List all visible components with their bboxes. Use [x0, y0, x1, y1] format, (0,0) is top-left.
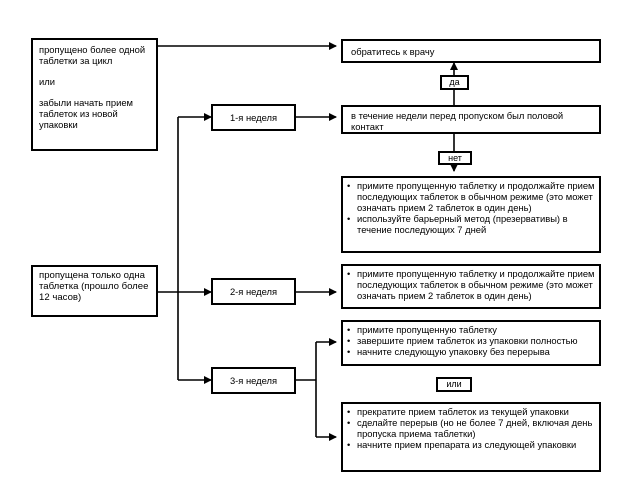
week1-actions-box: примите пропущенную таблетку и продолжай…	[341, 176, 601, 253]
or-label: или	[446, 379, 462, 389]
missed-more-text-1: пропущено более одной таблетки за цикл	[39, 44, 146, 66]
week1-action-1: примите пропущенную таблетку и продолжай…	[347, 180, 595, 213]
week3-option-a-2: завершите прием таблеток из упаковки пол…	[347, 335, 595, 346]
week2-box: 2-я неделя	[211, 278, 296, 305]
week3-option-b-2: сделайте перерыв (но не более 7 дней, вк…	[347, 417, 595, 439]
or-box: или	[436, 377, 472, 392]
no-label: нет	[448, 152, 462, 163]
see-doctor-box: обратитесь к врачу	[341, 39, 601, 63]
week3-option-a-1: примите пропущенную таблетку	[347, 324, 595, 335]
missed-one-box: пропущена только одна таблетка (прошло б…	[31, 265, 158, 317]
week3-box: 3-я неделя	[211, 367, 296, 394]
week2-label: 2-я неделя	[229, 286, 278, 297]
question-text: в течение недели перед пропуском был пол…	[351, 110, 564, 132]
no-box: нет	[438, 151, 472, 165]
yes-box: да	[440, 75, 469, 90]
missed-more-or: или	[39, 76, 55, 87]
week3-label: 3-я неделя	[229, 375, 278, 386]
week3-option-a-3: начните следующую упаковку без перерыва	[347, 346, 595, 357]
week3-option-b-box: прекратите прием таблеток из текущей упа…	[341, 402, 601, 472]
week3-option-b-1: прекратите прием таблеток из текущей упа…	[347, 406, 595, 417]
question-box: в течение недели перед пропуском был пол…	[341, 105, 601, 134]
missed-more-box: пропущено более одной таблетки за цикл и…	[31, 38, 158, 151]
week1-box: 1-я неделя	[211, 104, 296, 131]
week1-action-2: используйте барьерный метод (презерватив…	[347, 213, 595, 235]
see-doctor-text: обратитесь к врачу	[351, 46, 435, 57]
week2-actions-box: примите пропущенную таблетку и продолжай…	[341, 264, 601, 309]
yes-label: да	[449, 77, 460, 87]
week1-label: 1-я неделя	[229, 112, 278, 123]
missed-more-text-2: забыли начать прием таблеток из новой уп…	[39, 97, 133, 130]
week3-option-a-box: примите пропущенную таблетку завершите п…	[341, 320, 601, 366]
week2-action-1: примите пропущенную таблетку и продолжай…	[347, 268, 595, 301]
week3-option-b-3: начните прием препарата из следующей упа…	[347, 439, 595, 450]
missed-one-text: пропущена только одна таблетка (прошло б…	[39, 270, 149, 303]
